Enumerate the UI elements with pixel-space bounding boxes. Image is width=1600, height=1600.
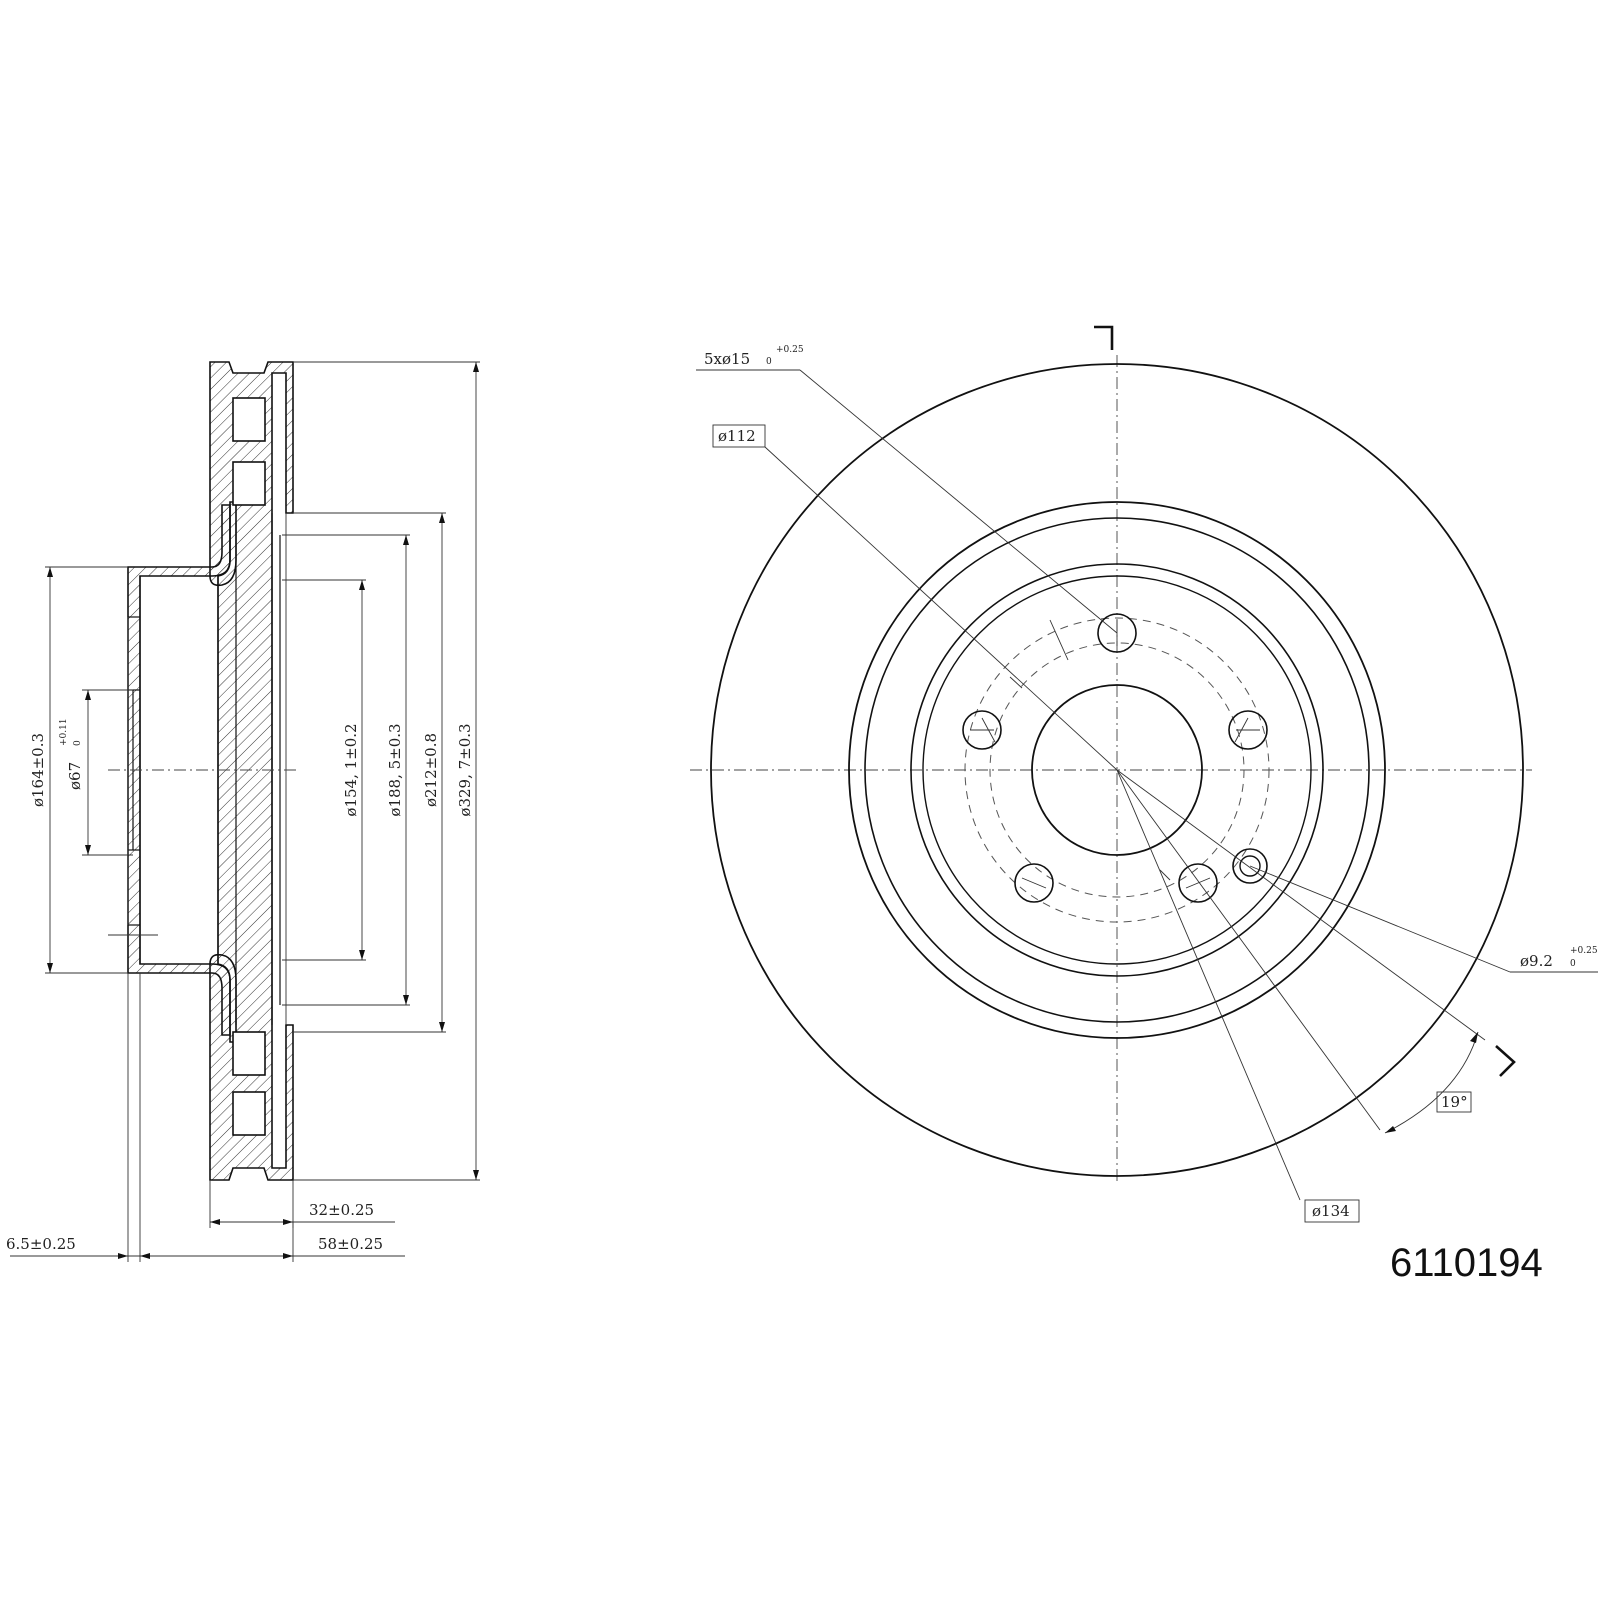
bolt-circle-112 [989,642,1245,898]
part-number: 6110194 [1390,1241,1543,1285]
leader-ring-diameter: ø134 [1304,1199,1360,1223]
bolt-holes [962,613,1268,903]
dim-disc-thickness: 32±0.25 [209,1180,395,1228]
locating-hole-tol-upper: +0.25 [1570,946,1598,956]
dim-hat-inner: ø154, 1±0.2 [282,579,366,961]
leader-locating-hole: ø9.2 +0.25 0 [1249,865,1598,973]
locating-hole-tol-lower: 0 [1570,959,1576,969]
dim-hat-diameter: ø164±0.3 [29,566,128,974]
hat-inner-label: ø154, 1±0.2 [342,723,360,816]
bolt-holes-label: 5xø15 [704,350,750,368]
center-bore-tol-upper: +0.11 [59,718,69,746]
dim-hat-outer: ø188, 5±0.3 [282,534,410,1006]
locating-hole-label: ø9.2 [1520,952,1553,970]
disc-thickness-label: 32±0.25 [309,1201,374,1219]
hat-top-edge [910,563,1324,977]
friction-inner-edge [848,501,1386,1039]
bolt-circle-label: ø112 [718,427,756,445]
hat-inner-edge [922,575,1312,965]
center-bore [1031,684,1203,856]
center-bore-tol-lower: 0 [73,740,83,746]
dim-total-height: 58±0.25 6.5±0.25 [6,973,405,1262]
outer-disc-edge [710,363,1524,1177]
total-height-label: 58±0.25 [318,1235,383,1253]
pcd-circle-134 [964,617,1270,923]
front-view: 5xø15 +0.25 0 ø112 19° ø9.2 [690,325,1598,1223]
bolt-hole [1178,863,1218,903]
bolt-hole [1228,710,1268,750]
hat-wall-label: 6.5±0.25 [6,1235,76,1253]
leader-bolt-circle: ø112 [712,424,1118,771]
overall-diameter-label: ø329, 7±0.3 [456,723,474,816]
hat-outer-label: ø188, 5±0.3 [386,723,404,816]
center-bore-label: ø67 [66,762,84,790]
leader-bolt-holes: 5xø15 +0.25 0 [696,345,1118,634]
bolt-hole [962,710,1002,750]
dim-overall-diameter: ø329, 7±0.3 [293,361,480,1181]
ring-diameter-label: ø134 [1312,1202,1350,1220]
section-hatch [127,361,294,1181]
dim-center-bore: ø67 +0.11 0 [59,689,133,856]
section-marker-bottom [1495,1045,1516,1077]
bolt-holes-tol-upper: +0.25 [776,345,804,355]
locating-hole [1232,848,1268,884]
angle-construction: 19° [1049,619,1486,1201]
friction-inner-label: ø212±0.8 [422,733,440,807]
bolt-holes-tol-lower: 0 [766,357,772,367]
vane-cavities [232,397,266,1136]
bolt-hole [1014,863,1054,903]
hat-diameter-label: ø164±0.3 [29,733,47,807]
dim-friction-inner: ø212±0.8 [293,512,446,1033]
hat-outer-edge [864,517,1370,1023]
section-marker-top [1094,325,1114,350]
angle-label: 19° [1441,1093,1468,1111]
section-view: ø164±0.3 ø67 +0.11 0 ø154, 1±0.2 ø188, 5… [6,361,480,1262]
